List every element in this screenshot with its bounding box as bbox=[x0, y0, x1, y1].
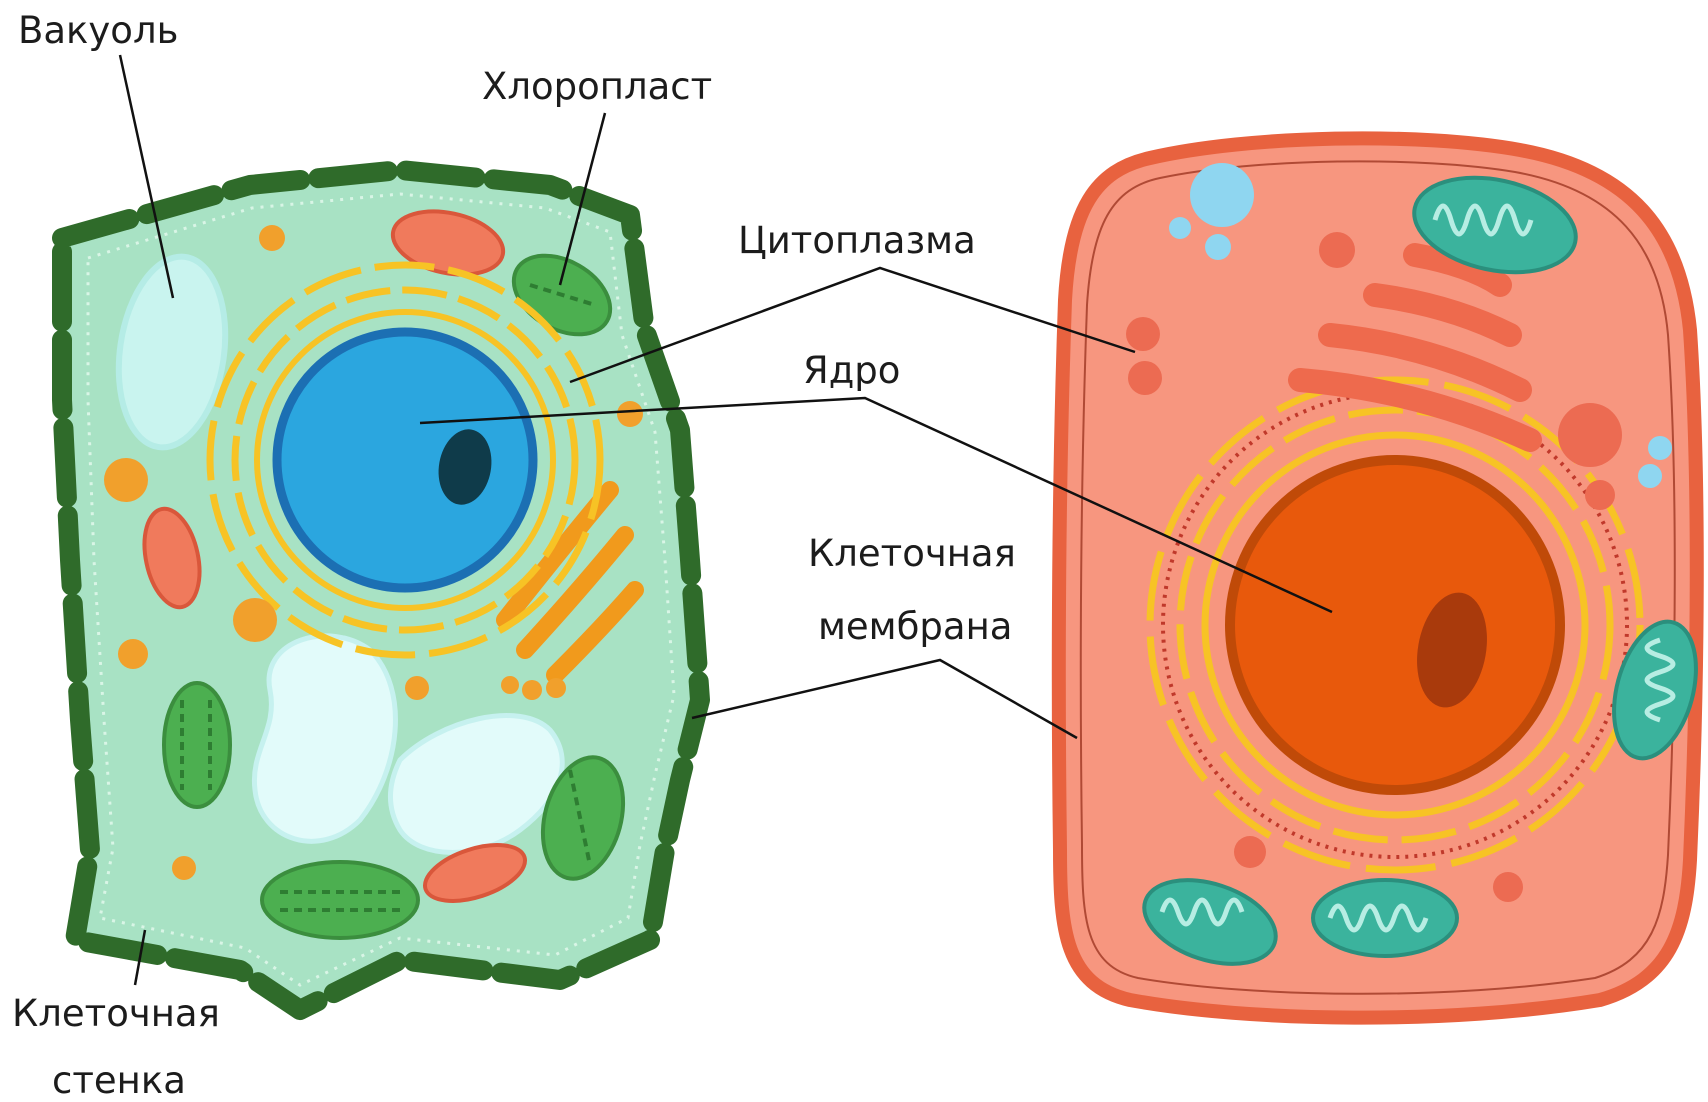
plant-cell bbox=[62, 170, 700, 1010]
animal-nucleus bbox=[1230, 460, 1560, 790]
label-wall-line2: стенка bbox=[52, 1062, 186, 1099]
mitochondrion-animal-bottom-mid bbox=[1313, 880, 1457, 956]
plant-nucleus bbox=[277, 332, 533, 588]
chloroplast-bottom bbox=[262, 862, 418, 938]
chloroplast-left bbox=[164, 683, 230, 807]
label-membrane-line2: мембрана bbox=[818, 608, 1012, 645]
animal-cell bbox=[1059, 138, 1708, 1017]
label-nucleus: Ядро bbox=[803, 352, 900, 389]
label-chloroplast: Хлоропласт bbox=[482, 68, 712, 105]
label-wall-line1: Клеточная bbox=[12, 995, 220, 1032]
leader-membrane bbox=[692, 660, 1077, 738]
label-cytoplasm: Цитоплазма bbox=[738, 222, 976, 259]
label-vacuole: Вакуоль bbox=[18, 12, 178, 49]
label-membrane-line1: Клеточная bbox=[808, 535, 1016, 572]
